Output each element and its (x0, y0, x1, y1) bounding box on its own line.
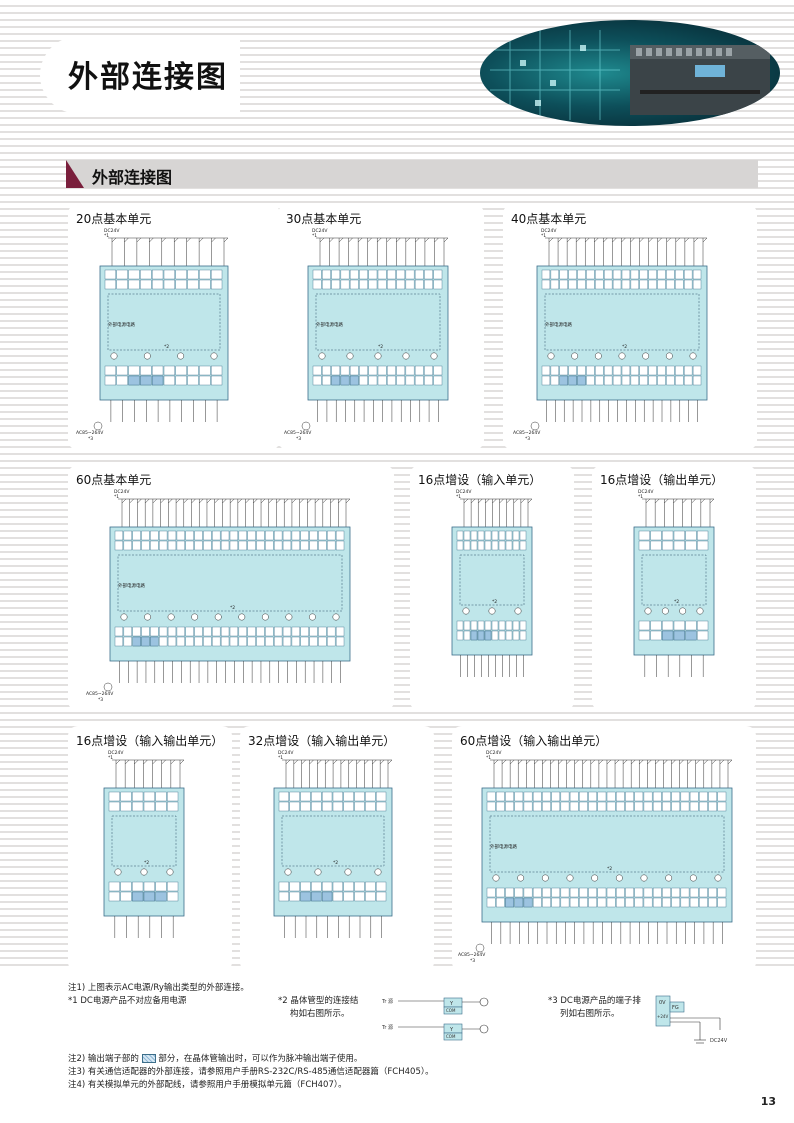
tr-source-label-2: Tr 源 (381, 1024, 393, 1031)
wiring-diagram: DC24V*1 *2 (103, 750, 185, 938)
note-2b: 构如右图所示。 (290, 1009, 350, 1019)
note-ref-2: *2 (378, 344, 383, 350)
card-title: 60点增设（输入输出单元） (460, 734, 608, 748)
note-ref-3: *3 (88, 436, 93, 442)
note-2-suffix: 部分，在晶体管输出时，可以作为脉冲输出端子使用。 (158, 1054, 363, 1064)
dc24v-label: DC24V (456, 489, 472, 495)
ac-range-label: AC85~264V (76, 430, 104, 436)
note-ref-3: *3 (470, 958, 475, 964)
note-1a: *1 DC电源产品不对应备用电源 (68, 996, 187, 1006)
card-16-input: 16点增设（输入单元） DC24V*1 *2 (410, 465, 574, 711)
note-ref-1: *1 (456, 494, 461, 500)
card-16-output: 16点增设（输出单元） DC24V*1 *2 (592, 465, 756, 711)
card-title: 16点增设（输入输出单元） (76, 734, 224, 748)
ac-range-label: AC85~264V (458, 952, 486, 958)
ac-range-label: AC85~264V (86, 691, 114, 697)
dc24v-label: DC24V (114, 489, 130, 495)
note-ref-3: *3 (296, 436, 301, 442)
note-ref-2: *2 (674, 599, 679, 605)
card-title: 40点基本单元 (511, 212, 587, 226)
note-ref-1: *1 (486, 755, 491, 761)
dc24v-label-note: DC24V (710, 1038, 728, 1044)
note-1: 注1) 上图表示AC电源/Ry输出类型的外部连接。 (68, 983, 249, 993)
card-title: 20点基本单元 (76, 212, 152, 226)
dc24v-label: DC24V (278, 750, 294, 756)
note-2a: *2 晶体管型的连接结 (278, 996, 359, 1006)
note-ref-2: *2 (607, 866, 612, 872)
external-power-label: 外部电源电路 (118, 582, 145, 589)
note-2: 注2) 输出端子部的 部分，在晶体管输出时，可以作为脉冲输出端子使用。 (68, 1053, 362, 1066)
dc24v-label: DC24V (108, 750, 124, 756)
note-ref-3: *3 (525, 436, 530, 442)
note-ref-2: *2 (333, 860, 338, 866)
section-bar (66, 160, 758, 188)
fg-label: FG (672, 1005, 679, 1011)
hero-image (480, 20, 780, 126)
ac-range-label: AC85~264V (513, 430, 541, 436)
tr-source-label-1: Tr 源 (381, 998, 393, 1005)
title-bubble (40, 36, 240, 114)
y-label-1: Y (449, 1001, 454, 1007)
com-label-1: COM (446, 1008, 456, 1013)
plus24v-label: +24V (657, 1014, 668, 1019)
page-number: 13 (760, 1095, 776, 1108)
card-title: 16点增设（输出单元） (600, 473, 724, 487)
external-power-label: 外部电源电路 (316, 321, 343, 328)
note-ref-2: *2 (622, 344, 627, 350)
dc24v-label: DC24V (541, 228, 557, 234)
wiring-diagram: DC24V*1 *2 (273, 750, 393, 938)
external-power-label: 外部电源电路 (545, 321, 572, 328)
section-title: 外部连接图 (92, 168, 173, 187)
page-title: 外部连接图 (68, 60, 228, 95)
card-title: 32点增设（输入输出单元） (248, 734, 396, 748)
card-16-io: 16点增设（输入输出单元） DC24V*1 *2 (68, 726, 232, 972)
note-ref-2: *2 (144, 860, 149, 866)
note-2-prefix: 注2) 输出端子部的 (68, 1054, 139, 1064)
note-ref-2: *2 (230, 605, 235, 611)
plc-circuit-illustration (490, 30, 770, 120)
note-ref-1: *1 (541, 233, 546, 239)
note-ref-1: *1 (104, 233, 109, 239)
note-ref-2: *2 (164, 344, 169, 350)
external-power-label: 外部电源电路 (490, 843, 517, 850)
dc24v-label: DC24V (104, 228, 120, 234)
card-title: 30点基本单元 (286, 212, 362, 226)
card-title: 16点增设（输入单元） (418, 473, 542, 487)
note-ref-1: *1 (278, 755, 283, 761)
card-32-io: 32点增设（输入输出单元） DC24V*1 *2 (240, 726, 434, 972)
wiring-diagram: DC24V*1 *2 (451, 489, 533, 677)
note-ref-1: *1 (108, 755, 113, 761)
ac-range-label: AC85~264V (284, 430, 312, 436)
com-label-2: COM (446, 1034, 456, 1039)
dc24v-label: DC24V (638, 489, 654, 495)
card-title: 60点基本单元 (76, 473, 152, 487)
note-3b: 列如右图所示。 (560, 1009, 620, 1019)
dc24v-label: DC24V (312, 228, 328, 234)
zero-v-label: 0V (659, 1000, 666, 1006)
hatch-box-icon (141, 1054, 156, 1063)
note-3: 注3) 有关通信适配器的外部连接，请参照用户手册RS-232C/RS-485通信… (68, 1067, 434, 1077)
note-ref-1: *1 (312, 233, 317, 239)
note-3a: *3 DC电源产品的端子排 (548, 996, 641, 1006)
note-4: 注4) 有关模拟单元的外部配线，请参照用户手册模拟单元篇（FCH407）。 (68, 1080, 347, 1090)
note-ref-3: *3 (98, 697, 103, 703)
wiring-diagram: DC24V*1 *2 (633, 489, 715, 677)
note-ref-1: *1 (114, 494, 119, 500)
external-power-label: 外部电源电路 (108, 321, 135, 328)
note-ref-2: *2 (492, 599, 497, 605)
note-ref-1: *1 (638, 494, 643, 500)
y-label-2: Y (449, 1027, 454, 1033)
section-accent (66, 160, 84, 188)
dc24v-label: DC24V (486, 750, 502, 756)
